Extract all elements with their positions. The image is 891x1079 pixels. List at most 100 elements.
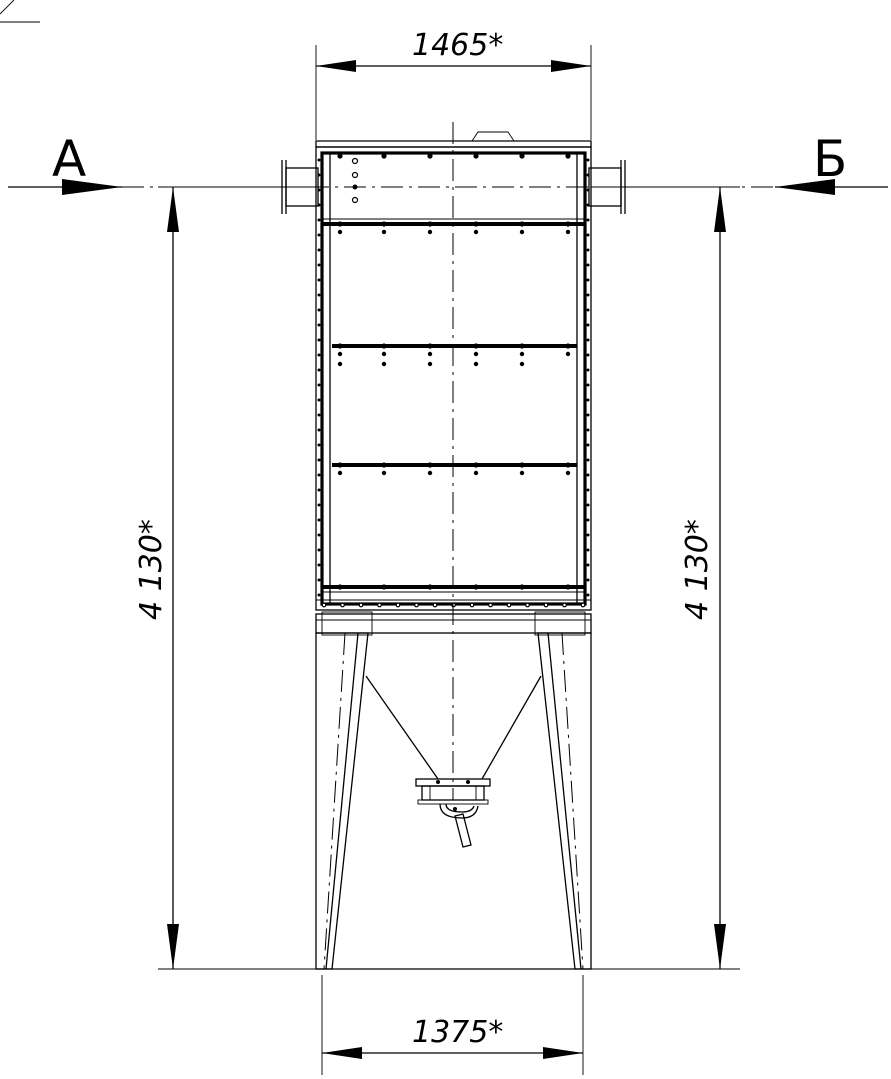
bolt	[427, 221, 433, 227]
bolt	[337, 229, 343, 235]
bolt	[317, 308, 321, 312]
bolt	[586, 308, 590, 312]
bolt	[473, 584, 479, 590]
bolt	[317, 368, 321, 372]
bolt	[565, 229, 571, 235]
bolt	[519, 153, 525, 159]
bolt	[337, 343, 343, 349]
bolt	[381, 462, 387, 468]
bolt	[519, 221, 525, 227]
bolt	[427, 351, 433, 357]
bolt	[473, 351, 479, 357]
bolt	[427, 229, 433, 235]
bolt	[586, 383, 590, 387]
dimension-height-right-text: 4 130*	[680, 519, 715, 620]
bolt	[317, 443, 321, 447]
bolt	[525, 602, 530, 608]
bolt	[317, 563, 321, 567]
bolt	[586, 488, 590, 492]
section-a-label: А	[52, 130, 86, 188]
bolt	[586, 173, 590, 177]
bolt	[586, 398, 590, 402]
bolt	[317, 578, 321, 582]
bolt	[317, 293, 321, 297]
bolt	[317, 458, 321, 462]
bolt	[473, 221, 479, 227]
bolt	[377, 602, 382, 608]
inlet-left	[281, 160, 319, 214]
section-b-arrowhead	[775, 179, 835, 195]
bolt	[506, 602, 512, 608]
bolt	[565, 153, 571, 159]
bolt	[317, 203, 321, 207]
bolt	[565, 470, 571, 476]
bolt	[317, 353, 321, 357]
bolt	[427, 153, 433, 159]
bolt	[586, 443, 590, 447]
dimension-height-left: 4 130*	[134, 186, 322, 970]
bolt	[317, 518, 321, 522]
bolt	[427, 361, 433, 367]
section-b-label: Б	[813, 130, 847, 188]
hopper-cone	[365, 675, 542, 780]
bolt	[317, 248, 321, 252]
dimension-top-width: 1465*	[315, 28, 592, 140]
bolt	[317, 263, 321, 267]
bolt	[586, 458, 590, 462]
dimension-bottom-width-text: 1375*	[412, 1015, 503, 1050]
bolt	[381, 361, 387, 367]
bolt	[473, 462, 479, 468]
bolt	[427, 584, 433, 590]
bolt	[340, 602, 345, 608]
bolt	[381, 343, 387, 349]
bolt	[317, 503, 321, 507]
bolt	[427, 343, 433, 349]
bolt	[473, 153, 479, 159]
bolt	[586, 218, 590, 222]
bolt	[317, 338, 321, 342]
bolt	[381, 351, 387, 357]
bolt	[580, 602, 586, 608]
bolt	[519, 584, 525, 590]
bolt	[519, 343, 525, 349]
bolt	[586, 533, 590, 537]
bolt	[427, 470, 433, 476]
bolt	[586, 428, 590, 432]
bolt	[317, 278, 321, 282]
bolt	[381, 584, 387, 590]
bolt	[565, 343, 571, 349]
bolt	[586, 263, 590, 267]
bolt	[586, 473, 590, 477]
section-marker-b: Б	[775, 130, 888, 195]
bolt	[586, 188, 590, 192]
bolt	[586, 278, 590, 282]
bolt	[473, 229, 479, 235]
bolt	[414, 602, 419, 608]
bolt	[473, 343, 479, 349]
bolt	[337, 361, 343, 367]
bolt	[562, 602, 567, 608]
bolt	[519, 229, 525, 235]
bolt	[317, 488, 321, 492]
bolt	[381, 470, 387, 476]
bolt	[337, 153, 343, 159]
bolt	[519, 361, 525, 367]
bolt	[543, 602, 549, 608]
bolt	[519, 351, 525, 357]
bolt	[337, 584, 343, 590]
bolt	[317, 188, 321, 192]
bolt	[519, 470, 525, 476]
bolt	[586, 593, 590, 597]
bolt	[565, 462, 571, 468]
bolt	[473, 470, 479, 476]
bolt	[586, 353, 590, 357]
bolt	[317, 398, 321, 402]
bolt	[317, 428, 321, 432]
bolt	[317, 533, 321, 537]
bolt	[586, 338, 590, 342]
bolt	[317, 548, 321, 552]
bolt	[488, 602, 493, 608]
bolt	[317, 413, 321, 417]
bolt	[586, 413, 590, 417]
